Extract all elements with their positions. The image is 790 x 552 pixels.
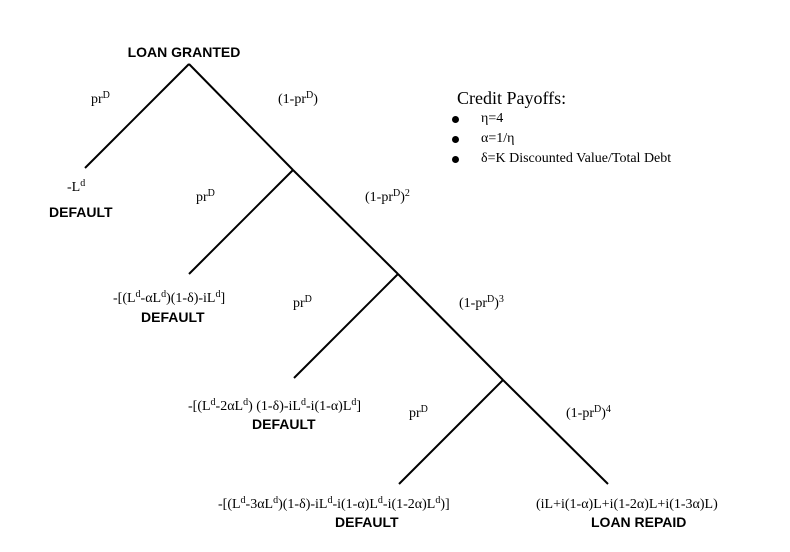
legend-item-text: η=4 [481, 111, 504, 126]
legend-item-text: δ=K Discounted Value/Total Debt [481, 151, 672, 166]
payoff-default-4: -[(Ld-3αLd)(1-δ)-iLd-i(1-α)Ld-i(1-2α)Ld)… [218, 495, 450, 513]
status-default-1: DEFAULT [49, 204, 113, 220]
status-default-4: DEFAULT [335, 514, 399, 530]
payoff-default-1: -Ld [67, 178, 86, 196]
prob-sup: D [487, 294, 495, 305]
branch-trunk-3 [397, 273, 504, 381]
status-default-3: DEFAULT [252, 416, 316, 432]
branch-trunk-1 [188, 63, 294, 171]
payoff-text: )] [440, 497, 450, 512]
prob-text-end: ) [313, 92, 318, 107]
payoff-sup: d [240, 495, 246, 506]
prob-text: pr [409, 406, 421, 421]
payoff-default-3: -[(Ld-2αLd) (1-δ)-iLd-i(1-α)Ld] [188, 397, 362, 415]
prob-default-2: prD [196, 188, 215, 206]
payoff-sup: d [435, 495, 441, 506]
prob-text: pr [196, 190, 208, 205]
payoff-text: ] [220, 291, 226, 306]
prob-text: (1-pr [278, 92, 306, 107]
prob-continue-2: (1-prD)2 [365, 188, 410, 206]
prob-text-end: ) [601, 406, 606, 421]
prob-sup: D [306, 90, 314, 101]
prob-sup: D [102, 90, 110, 101]
legend-list: η=4 α=1/η δ=K Discounted Value/Total Deb… [452, 110, 671, 170]
root-label: LOAN GRANTED [127, 44, 241, 60]
prob-text: (1-pr [365, 190, 393, 205]
payoff-text: -[(L [218, 497, 241, 512]
payoff-sup: d [243, 397, 249, 408]
legend-title: Credit Payoffs: [457, 88, 567, 108]
legend-item-text: α=1/η [481, 131, 515, 146]
status-repaid: LOAN REPAID [591, 514, 687, 530]
prob-continue-1: (1-prD) [278, 90, 318, 108]
branch-default-3 [293, 273, 399, 379]
payoff-sup: d [210, 397, 216, 408]
prob-power: 2 [404, 188, 410, 199]
payoff-sup: d [327, 495, 333, 506]
payoff-text: )(1-δ)-iL [166, 291, 216, 306]
prob-default-4: prD [409, 404, 428, 422]
branch-default-4 [398, 379, 504, 485]
legend-item: η=4 [452, 110, 671, 130]
payoff-text: -i(1-α)L [305, 399, 352, 414]
payoff-sup: d [300, 397, 306, 408]
payoff-sup: d [351, 397, 357, 408]
prob-sup: D [594, 404, 602, 415]
payoff-sup: d [215, 289, 221, 300]
status-default-2: DEFAULT [141, 309, 205, 325]
payoff-text: -3αL [245, 497, 274, 512]
prob-text: (1-pr [566, 406, 594, 421]
payoff-sup: d [161, 289, 167, 300]
prob-continue-4: (1-prD)4 [566, 404, 611, 422]
legend-item: α=1/η [452, 130, 671, 150]
payoff-text: -L [67, 180, 81, 195]
payoff-sup: d [273, 495, 279, 506]
prob-sup: D [304, 294, 312, 305]
branch-default-2 [188, 169, 294, 275]
payoff-text: -αL [140, 291, 162, 306]
payoff-sup: d [80, 178, 86, 189]
payoff-text: -[(L [188, 399, 211, 414]
prob-sup: D [207, 188, 215, 199]
branch-default-1 [84, 63, 190, 169]
payoff-default-2: -[(Ld-αLd)(1-δ)-iLd] [113, 289, 226, 307]
prob-default-1: prD [91, 90, 110, 108]
branch-repaid [502, 379, 609, 485]
payoff-text: ] [356, 399, 362, 414]
prob-text: pr [293, 296, 305, 311]
prob-continue-3: (1-prD)3 [459, 294, 504, 312]
prob-text: pr [91, 92, 103, 107]
prob-text-end: ) [494, 296, 499, 311]
prob-power: 4 [605, 404, 611, 415]
payoff-text: -[(L [113, 291, 136, 306]
legend-item: δ=K Discounted Value/Total Debt [452, 150, 671, 170]
payoff-sup: d [135, 289, 141, 300]
prob-power: 3 [498, 294, 504, 305]
prob-text: (1-pr [459, 296, 487, 311]
payoff-sup: d [377, 495, 383, 506]
branch-trunk-2 [292, 169, 399, 275]
prob-sup: D [393, 188, 401, 199]
payoff-text: -i(1-α)L [332, 497, 378, 512]
payoff-text: )(1-δ)-iL [278, 497, 328, 512]
payoff-text: ) (1-δ)-iL [248, 399, 301, 414]
prob-sup: D [420, 404, 428, 415]
payoff-repaid: (iL+i(1-α)L+i(1-2α)L+i(1-3α)L) [536, 497, 718, 512]
payoff-text: -2αL [215, 399, 244, 414]
payoff-text: -i(1-2α)L [382, 497, 436, 512]
prob-text-end: ) [400, 190, 405, 205]
prob-default-3: prD [293, 294, 312, 312]
